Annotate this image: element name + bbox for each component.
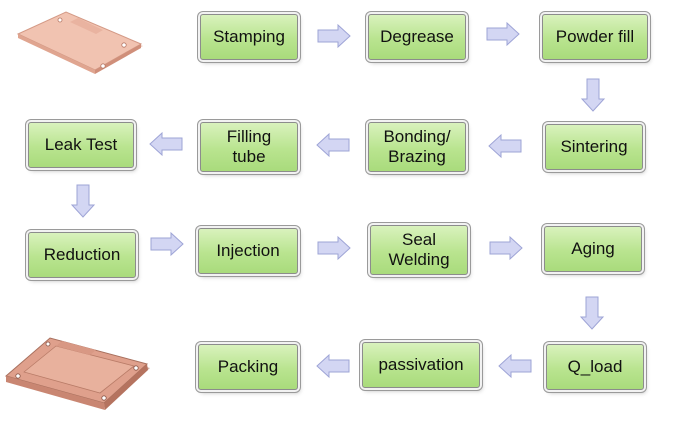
- step-sintering: Sintering: [545, 124, 643, 170]
- arrow-leak-test-reduction: [71, 184, 95, 218]
- arrow-sintering-bonding: [488, 134, 522, 158]
- arrow-degrease-powder-fill: [486, 22, 520, 46]
- arrow-passivation-packing: [316, 354, 350, 378]
- copper-plate-image-bottom: [4, 337, 150, 410]
- step-filling-tube: Filling tube: [200, 122, 298, 172]
- arrow-injection-seal-welding: [317, 236, 351, 260]
- arrow-seal-welding-aging: [489, 236, 523, 260]
- arrow-stamping-degrease: [317, 24, 351, 48]
- arrow-powder-fill-sintering: [581, 78, 605, 112]
- step-reduction: Reduction: [28, 232, 136, 278]
- arrow-filling-tube-leak-test: [149, 132, 183, 156]
- arrow-aging-q-load: [580, 296, 604, 330]
- step-bonding-brazing: Bonding/ Brazing: [368, 122, 466, 172]
- step-degrease: Degrease: [368, 14, 466, 60]
- step-leak-test: Leak Test: [28, 122, 134, 168]
- step-injection: Injection: [198, 228, 298, 274]
- copper-plate-image-top: [16, 11, 143, 74]
- step-packing: Packing: [198, 344, 298, 390]
- step-passivation: passivation: [362, 342, 480, 388]
- arrow-reduction-injection: [150, 232, 184, 256]
- step-stamping: Stamping: [200, 14, 298, 60]
- step-aging: Aging: [544, 226, 642, 272]
- step-powder-fill: Powder fill: [542, 14, 648, 60]
- step-q-load: Q_load: [546, 344, 644, 390]
- arrow-q-load-passivation: [498, 354, 532, 378]
- step-seal-welding: Seal Welding: [370, 225, 468, 275]
- arrow-bonding-filling-tube: [316, 133, 350, 157]
